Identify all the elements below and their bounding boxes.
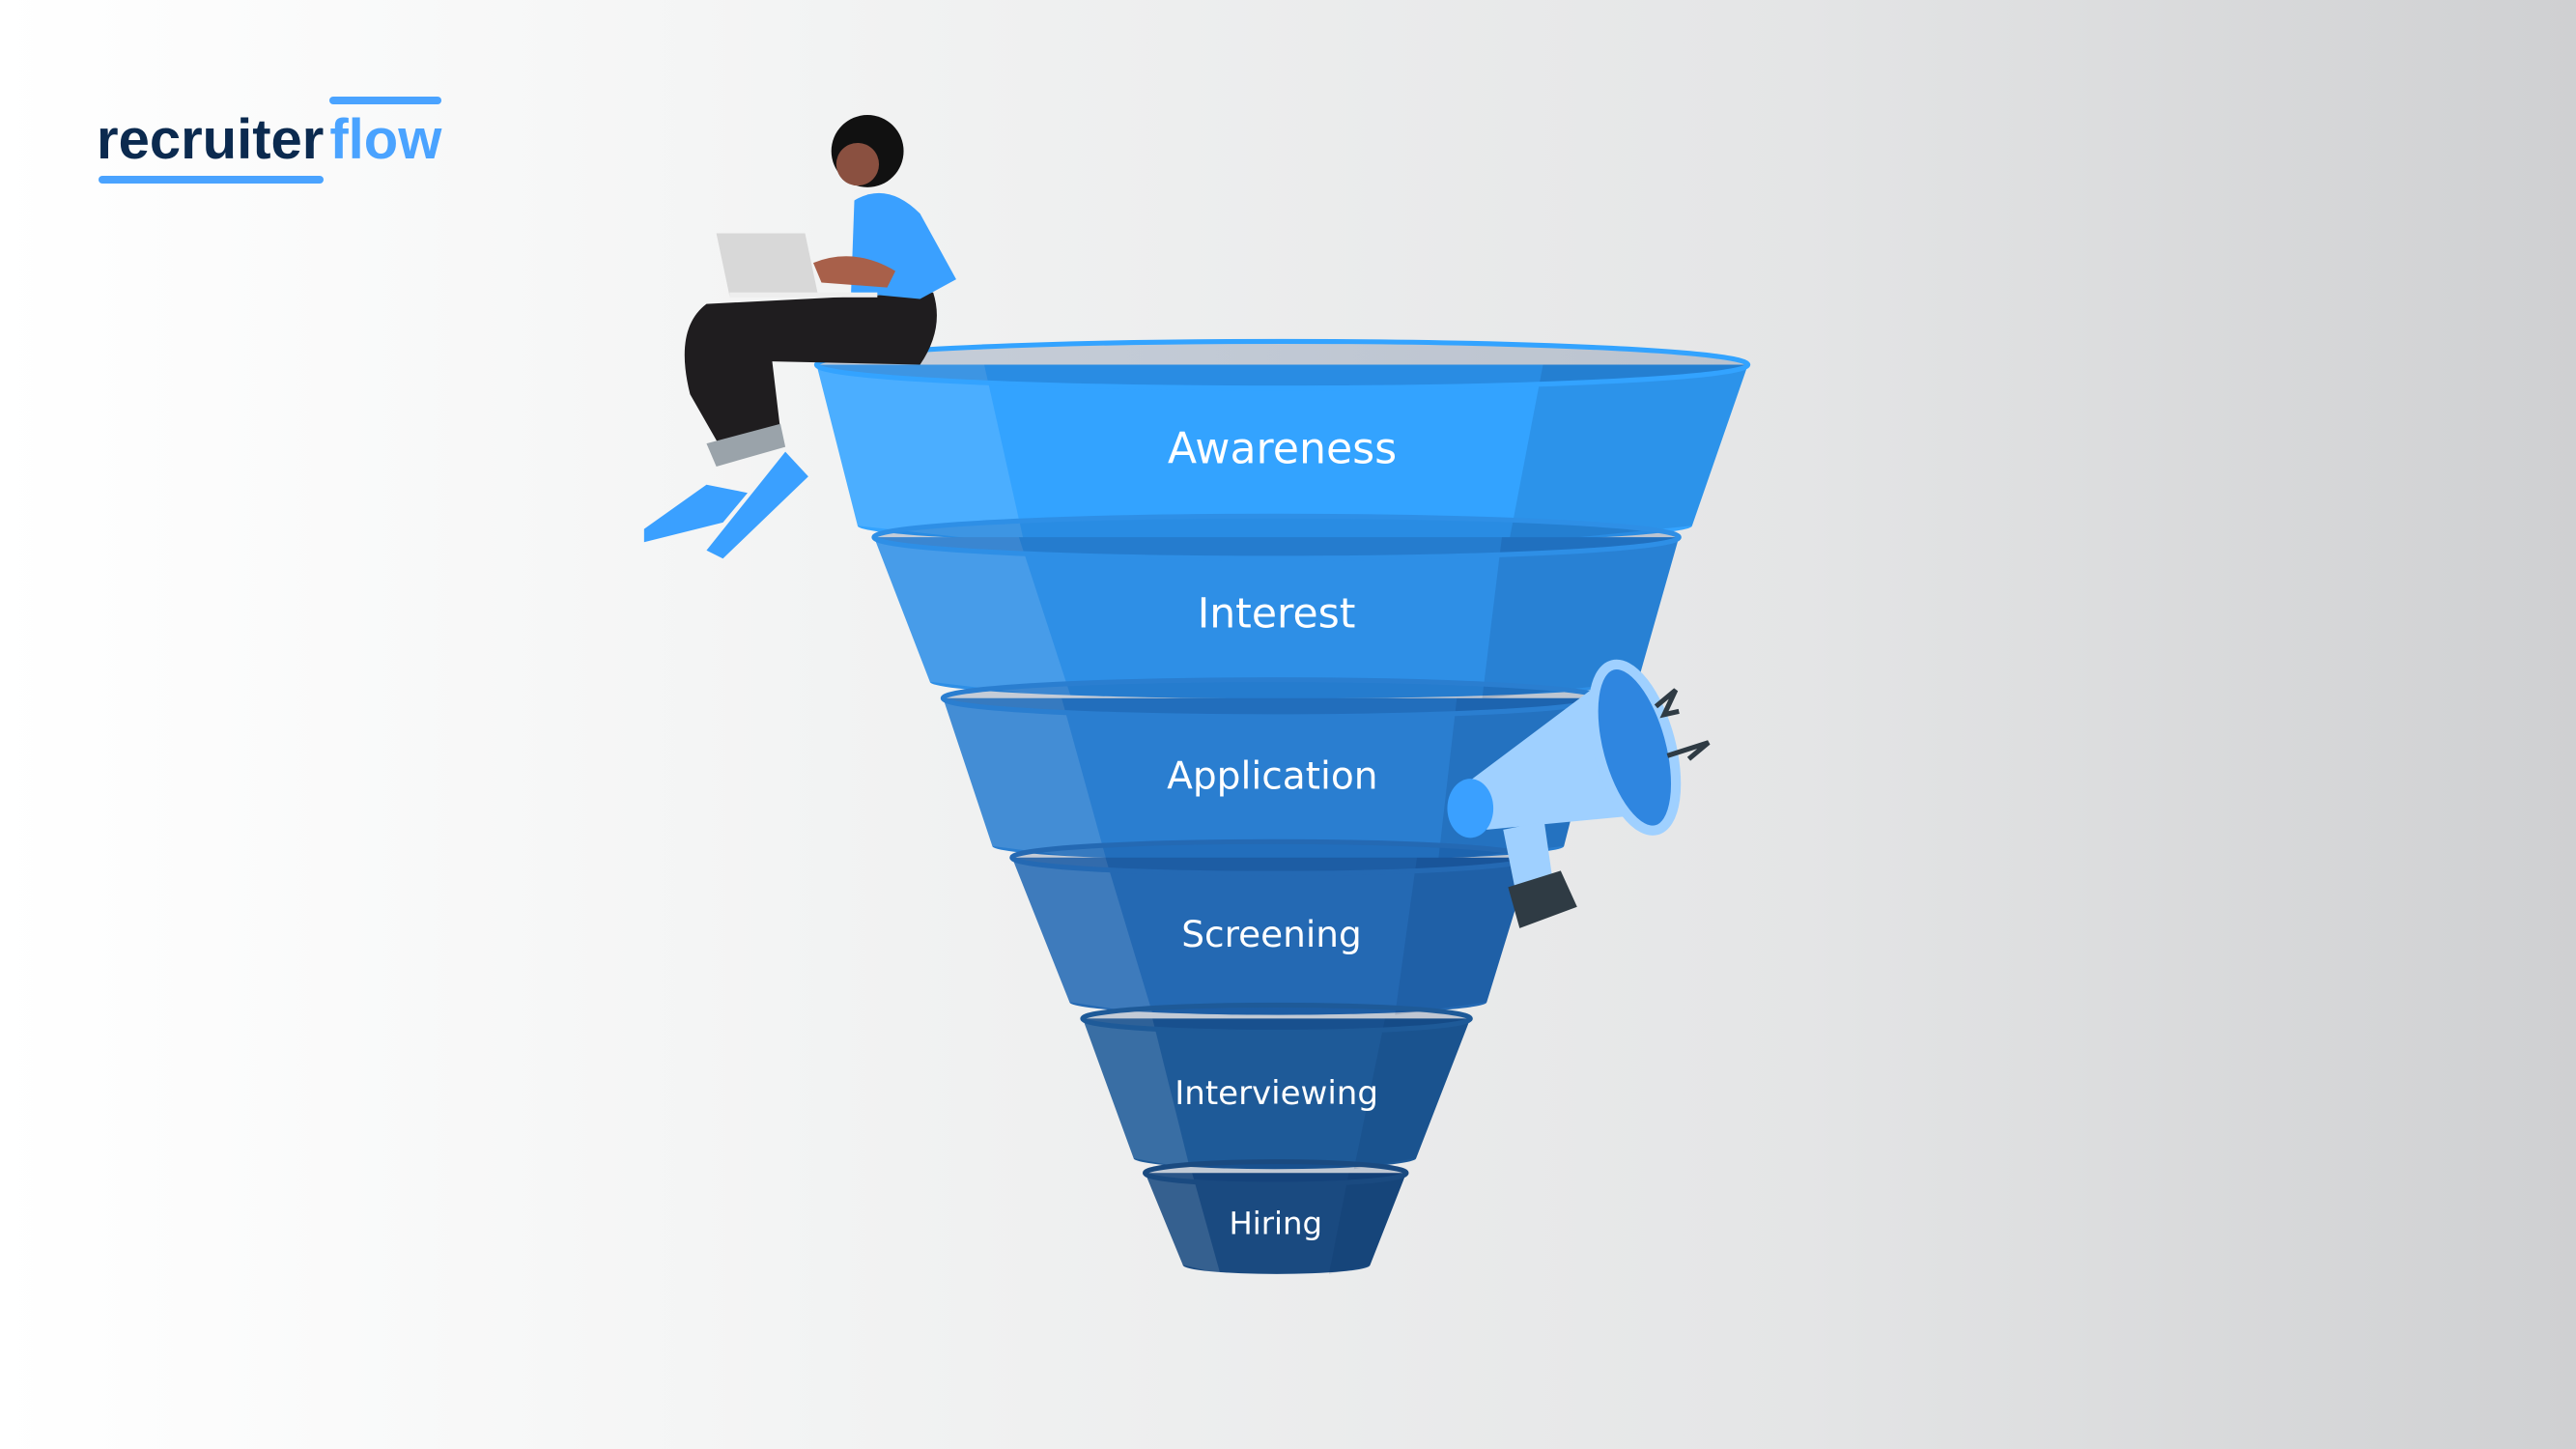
- logo-text-flow: flow: [329, 108, 442, 171]
- funnel-stage-label: Awareness: [1168, 425, 1397, 474]
- laptop-base: [729, 292, 878, 298]
- funnel-stage-label: Application: [1167, 755, 1378, 799]
- recruitment-funnel: AwarenessInterestApplicationScreeningInt…: [813, 338, 1751, 1274]
- recruiterflow-logo: recruiter flow: [97, 97, 442, 185]
- funnel-stage-rim: [1009, 838, 1534, 876]
- person-shoe-right: [706, 451, 808, 559]
- funnel-stage-highlight: [1082, 1018, 1191, 1170]
- funnel-stage-rim: [940, 677, 1604, 720]
- logo-underline: [99, 176, 325, 184]
- funnel-stage-interest: Interest: [871, 513, 1682, 699]
- sound-bolt-icon: [1666, 740, 1711, 761]
- funnel-stage-shade: [1395, 857, 1532, 1015]
- funnel-stage-rim: [813, 338, 1751, 391]
- funnel-stage-shade: [1482, 537, 1680, 699]
- funnel-stage-label: Interest: [1198, 590, 1356, 638]
- funnel-stage-highlight: [1011, 857, 1153, 1015]
- funnel-stage-body: [1145, 1173, 1406, 1274]
- laptop-icon: [716, 233, 819, 297]
- funnel-stage-highlight: [943, 697, 1107, 862]
- sound-bolt-icon: [1654, 688, 1680, 719]
- funnel-stage-hiring: Hiring: [1142, 1159, 1409, 1274]
- person-socks: [706, 423, 786, 467]
- person-shoe-left: [643, 484, 748, 543]
- logo-part-flow: flow: [329, 97, 442, 185]
- funnel-stage-highlight: [1145, 1173, 1221, 1274]
- funnel-stage-screening: Screening: [1009, 838, 1534, 1015]
- logo-text-recruiter: recruiter: [97, 108, 325, 171]
- funnel-stage-interviewing: Interviewing: [1080, 1002, 1473, 1170]
- person-legs: [684, 292, 937, 452]
- funnel-stage-body: [1082, 1018, 1471, 1170]
- funnel-stage-label: Hiring: [1230, 1206, 1322, 1242]
- funnel-stage-label: Screening: [1181, 913, 1361, 955]
- funnel-stage-rim: [1080, 1002, 1473, 1036]
- person-hands: [813, 256, 896, 288]
- megaphone-bell: [1588, 659, 1682, 836]
- logo-part-recruiter: recruiter: [97, 97, 325, 185]
- person-face: [835, 142, 880, 186]
- funnel-stage-rim: [871, 513, 1682, 561]
- megaphone-mouthpiece: [1447, 779, 1494, 838]
- funnel-stage-label: Interviewing: [1175, 1074, 1378, 1113]
- funnel-stage-shade: [1353, 1018, 1471, 1170]
- funnel-stage-highlight: [873, 537, 1072, 699]
- funnel-stage-rim: [1142, 1159, 1409, 1187]
- megaphone-illustration: [1447, 659, 1711, 928]
- person-with-laptop-illustration: [643, 115, 956, 559]
- funnel-stage-body: [816, 364, 1748, 545]
- funnel-stage-shade: [1508, 364, 1748, 545]
- funnel-stage-highlight: [816, 364, 1025, 545]
- funnel-stage-awareness: Awareness: [813, 338, 1751, 545]
- megaphone-grip: [1508, 870, 1577, 928]
- funnel-stage-shade: [1328, 1173, 1406, 1274]
- funnel-stage-body: [873, 537, 1680, 699]
- megaphone-handle: [1503, 821, 1553, 888]
- logo-overline: [329, 97, 442, 104]
- funnel-stage-body: [943, 697, 1602, 862]
- funnel-stage-body: [1011, 857, 1532, 1015]
